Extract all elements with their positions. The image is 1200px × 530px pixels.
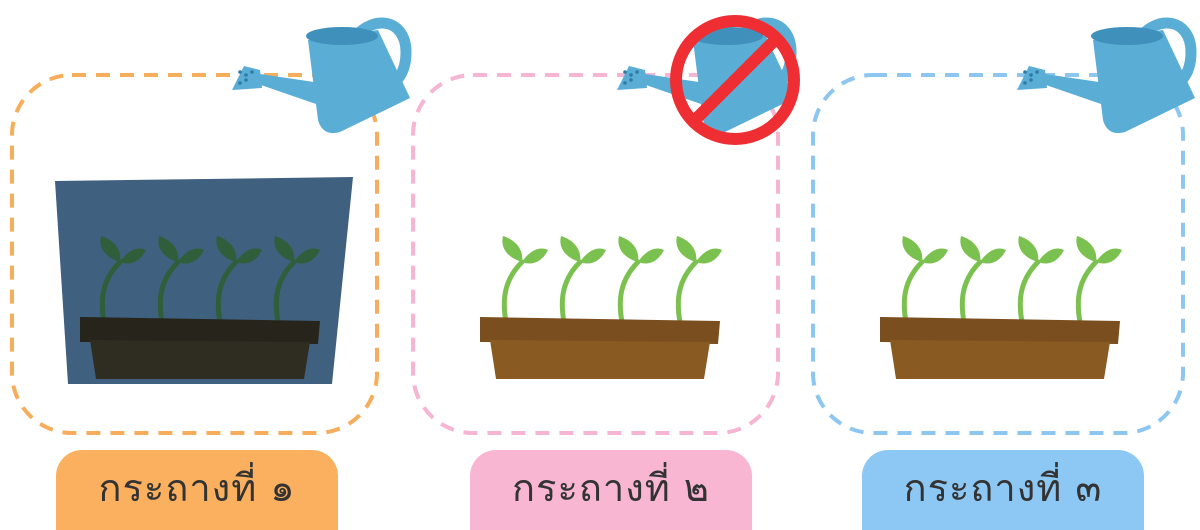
seedling [1076, 236, 1122, 322]
seedling [960, 236, 1006, 322]
pot-label-3: กระถางที่ ๓ [862, 450, 1144, 530]
pot-label-1: กระถางที่ ๑ [56, 450, 338, 530]
pot-panel-3: กระถางที่ ๓ [800, 0, 1200, 530]
flower-pot [880, 317, 1120, 379]
seedling [502, 236, 548, 322]
pot-panel-1: กระถางที่ ๑ [0, 0, 400, 530]
watering-can-icon [232, 23, 410, 133]
watering-can-icon [1017, 23, 1195, 133]
pot-panel-2: กระถางที่ ๒ [400, 0, 800, 530]
seedling [676, 236, 722, 322]
pot-panel-2-art [400, 0, 820, 450]
seedling [618, 236, 664, 322]
pot-panel-3-art [800, 0, 1200, 450]
seedling [902, 236, 948, 322]
seedling [1018, 236, 1064, 322]
pot-panel-1-art [0, 0, 420, 450]
seedling-icon [502, 236, 722, 322]
pot-label-2: กระถางที่ ๒ [470, 450, 752, 530]
seedling-icon [902, 236, 1122, 322]
seedling [560, 236, 606, 322]
flower-pot [80, 317, 320, 379]
flower-pot [480, 317, 720, 379]
